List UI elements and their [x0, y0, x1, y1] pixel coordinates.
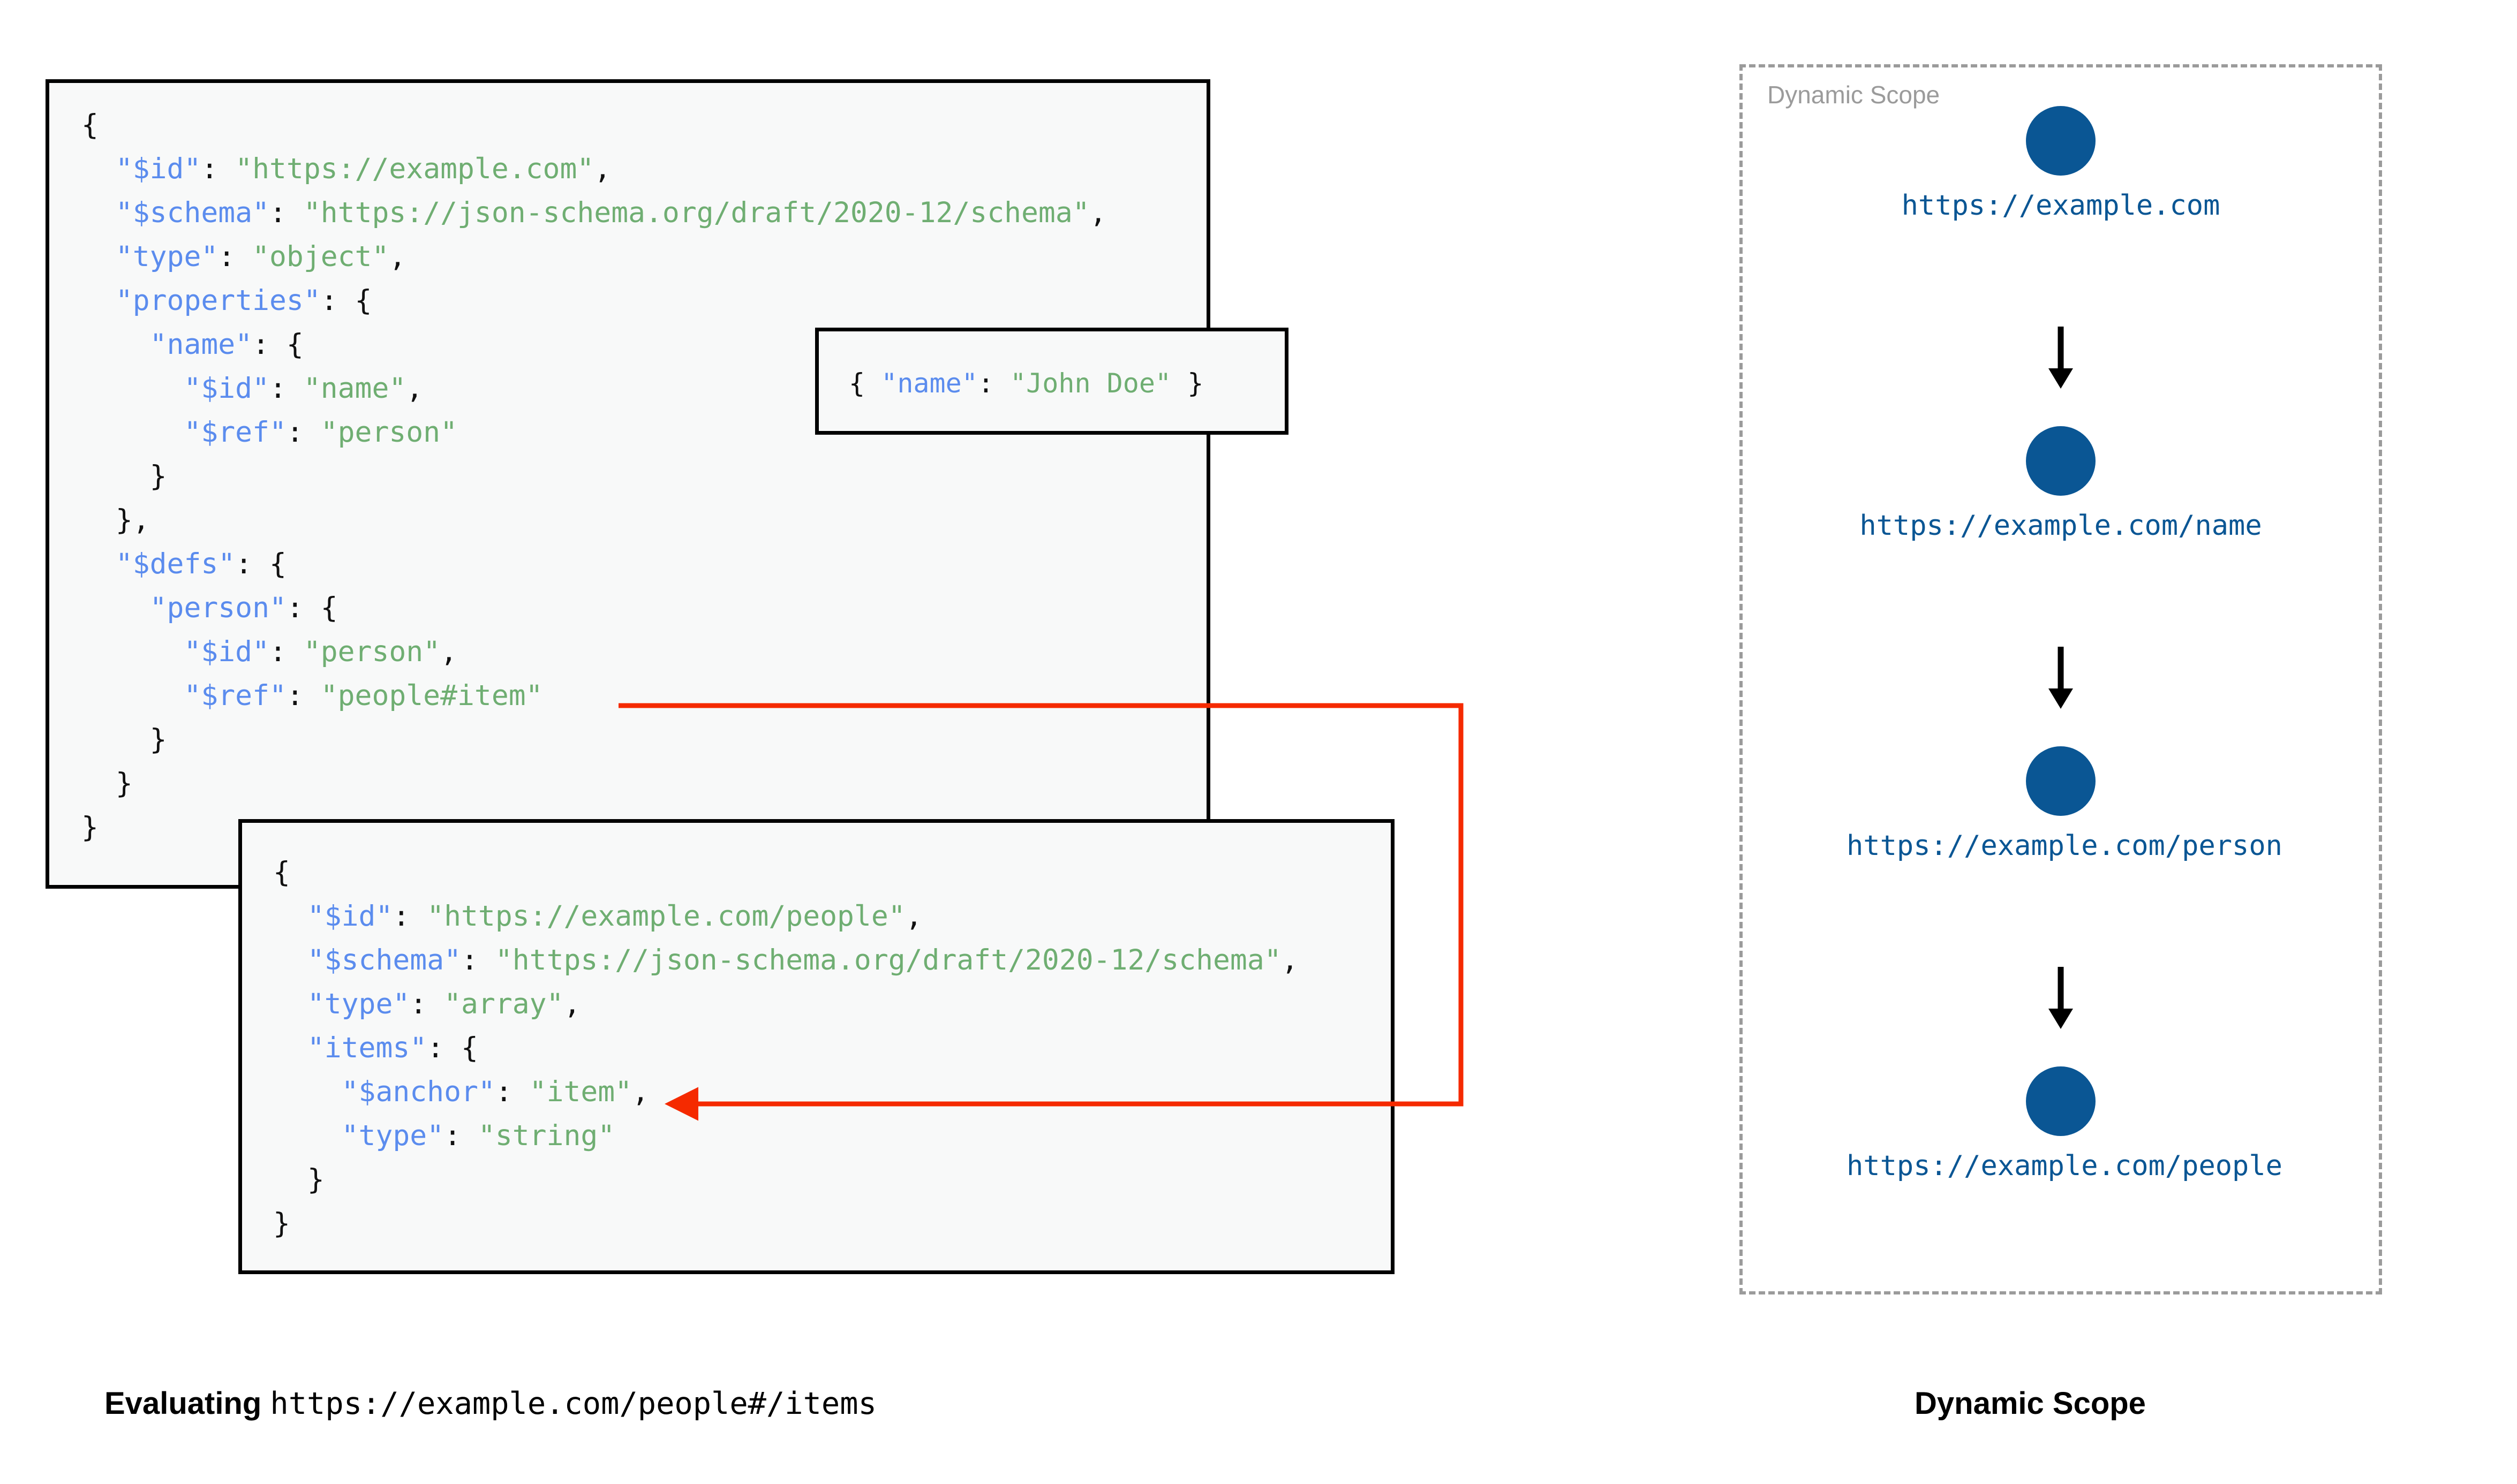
- evaluating-caption: Evaluating https://example.com/people#/i…: [104, 1385, 877, 1421]
- scope-node-2: https://example.com/person: [1847, 746, 2282, 862]
- scope-arrow-1: [2048, 647, 2073, 709]
- instance-code: { "name": "John Doe" }: [849, 368, 1204, 399]
- evaluating-label: Evaluating: [104, 1386, 262, 1421]
- scope-node-circle: [2026, 106, 2096, 176]
- scope-arrow-0: [2048, 327, 2073, 389]
- root-schema-box: { "$id": "https://example.com", "$schema…: [46, 79, 1210, 889]
- ref-link-arrow: [619, 703, 1464, 1121]
- scope-node-url: https://example.com/person: [1847, 830, 2282, 862]
- evaluating-uri: https://example.com/people#/items: [270, 1386, 877, 1421]
- scope-node-0: https://example.com: [1847, 106, 2275, 222]
- scope-node-1: https://example.com/name: [1847, 426, 2275, 542]
- scope-node-circle: [2026, 1066, 2096, 1136]
- dynamic-scope-inline-label: Dynamic Scope: [1767, 81, 1940, 109]
- instance-box: { "name": "John Doe" }: [815, 328, 1288, 435]
- scope-node-url: https://example.com: [1901, 190, 2220, 222]
- scope-node-circle: [2026, 426, 2096, 496]
- people-schema-box: { "$id": "https://example.com/people", "…: [238, 819, 1395, 1274]
- people-schema-code: { "$id": "https://example.com/people", "…: [273, 856, 1299, 1240]
- dynamic-scope-panel: [1739, 64, 2382, 1294]
- scope-node-url: https://example.com/name: [1859, 510, 2262, 542]
- dynamic-scope-caption: Dynamic Scope: [1915, 1386, 2146, 1421]
- root-schema-code: { "$id": "https://example.com", "$schema…: [81, 109, 1107, 844]
- scope-arrow-2: [2048, 967, 2073, 1029]
- scope-node-circle: [2026, 746, 2096, 816]
- scope-node-url: https://example.com/people: [1847, 1150, 2282, 1182]
- scope-node-3: https://example.com/people: [1847, 1066, 2282, 1182]
